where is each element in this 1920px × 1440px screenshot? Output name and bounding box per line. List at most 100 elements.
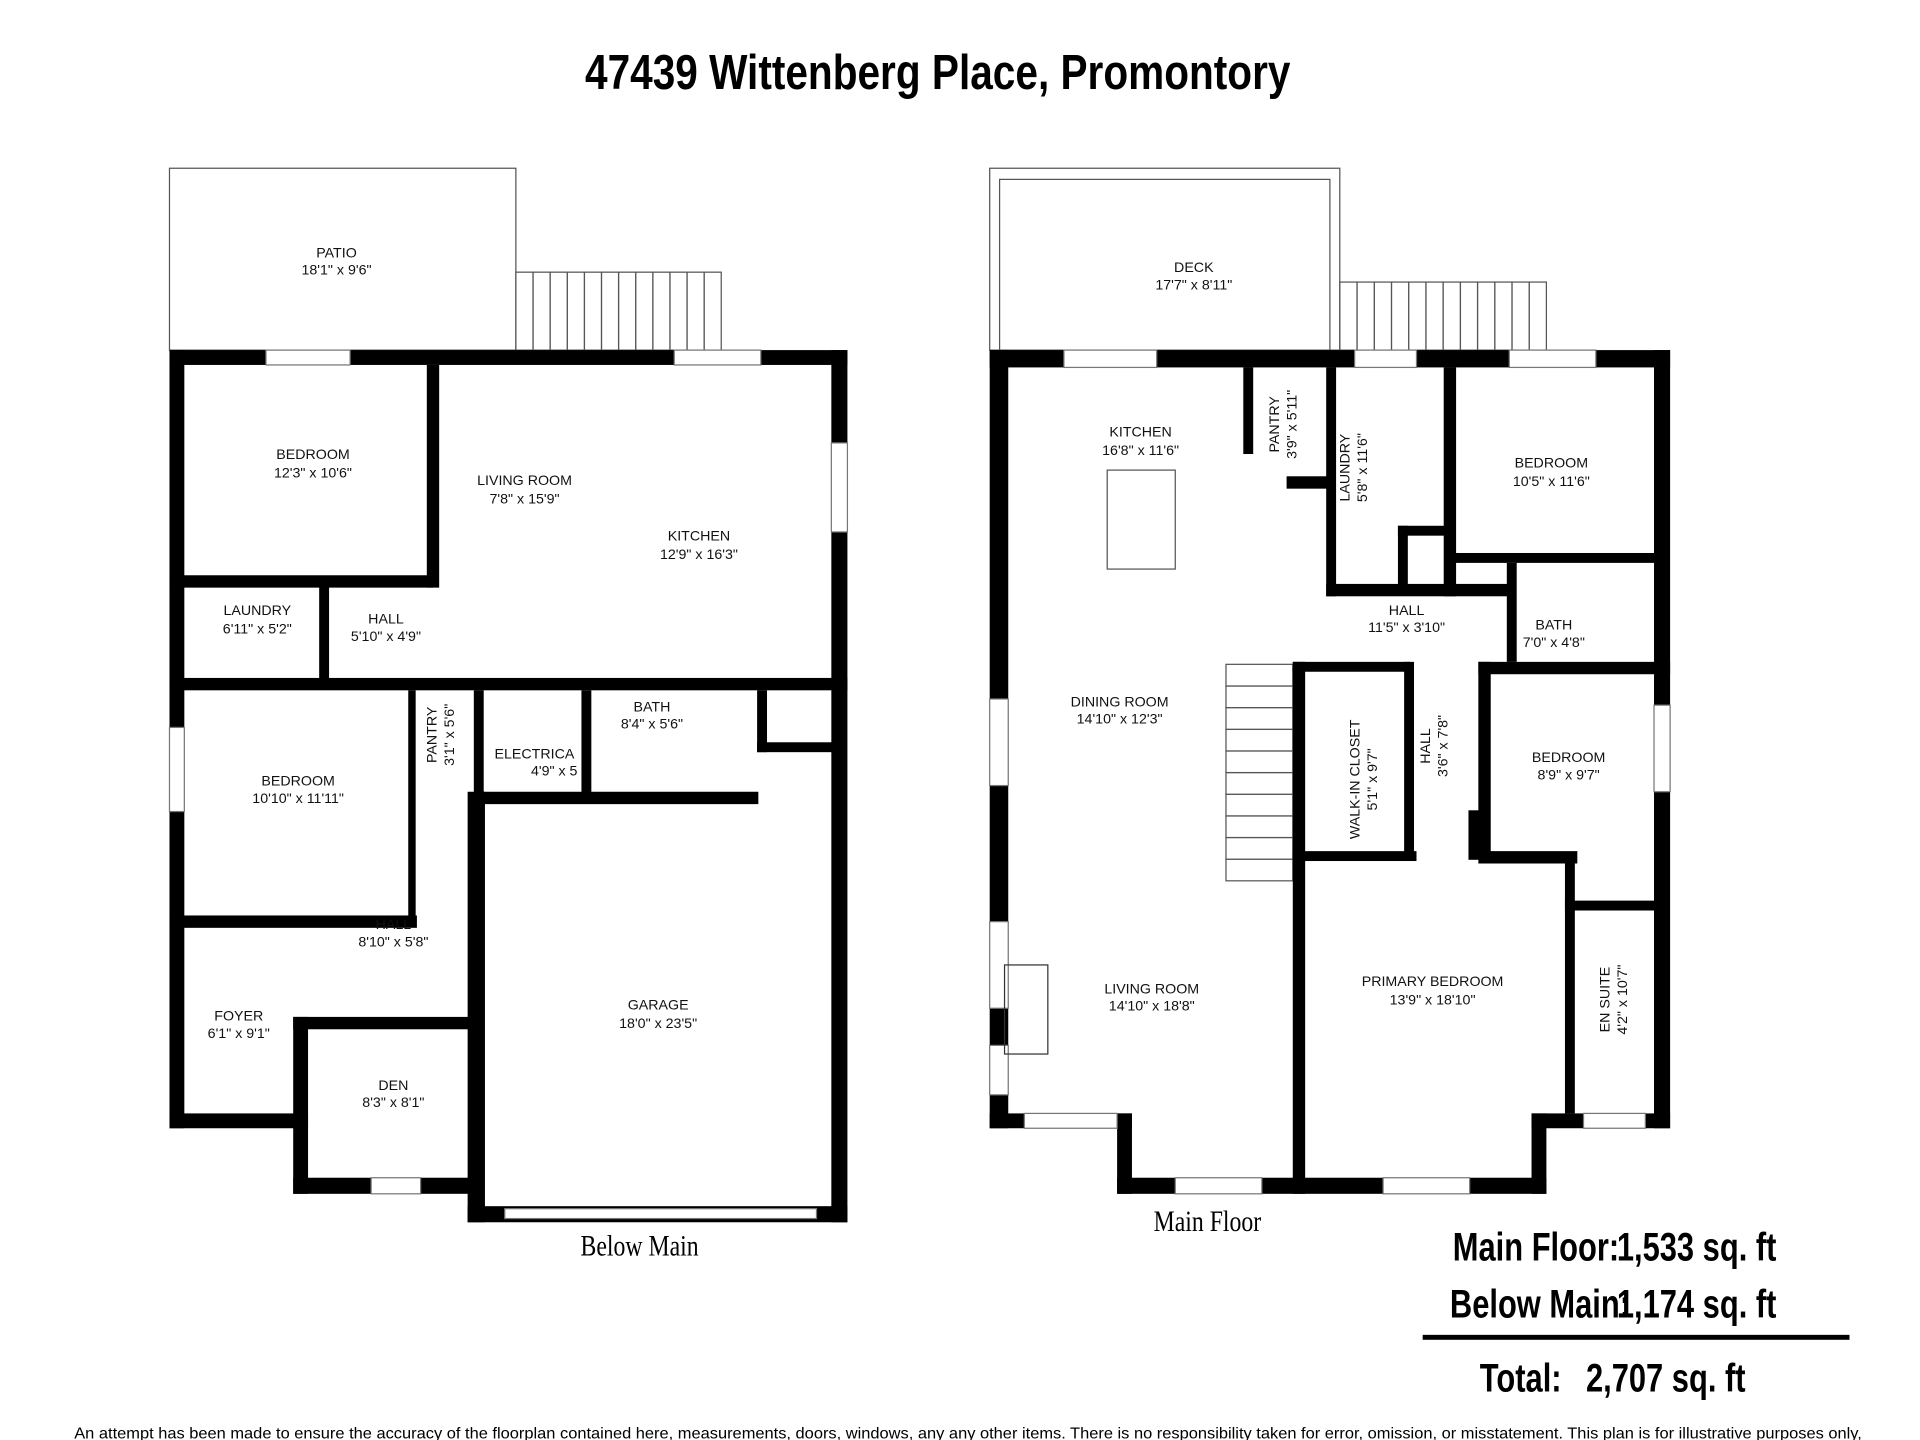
total-label: Total: <box>1480 1356 1562 1401</box>
svg-text:BEDROOM: BEDROOM <box>276 447 349 463</box>
wall <box>581 690 592 802</box>
svg-text:BEDROOM: BEDROOM <box>1532 750 1605 766</box>
svg-text:8'9" x 9'7": 8'9" x 9'7" <box>1538 767 1600 783</box>
wall <box>1117 1113 1132 1194</box>
svg-text:8'3" x 8'1": 8'3" x 8'1" <box>362 1095 424 1111</box>
room-label-living-room: LIVING ROOM 14'10" x 18'8" <box>1104 981 1199 1014</box>
svg-text:6'11" x 5'2": 6'11" x 5'2" <box>223 621 292 637</box>
main-floor-plan <box>989 167 1671 1195</box>
svg-text:3'6" x 7'8": 3'6" x 7'8" <box>1435 715 1451 777</box>
wall <box>408 690 416 926</box>
svg-text:KITCHEN: KITCHEN <box>668 529 730 545</box>
svg-text:EN SUITE: EN SUITE <box>1597 967 1613 1033</box>
wall <box>1478 661 1491 854</box>
svg-text:BEDROOM: BEDROOM <box>261 774 334 790</box>
window <box>989 1044 1009 1096</box>
wall <box>1564 900 1664 911</box>
deck-inner-outline <box>998 178 1331 351</box>
svg-text:7'8" x 15'9": 7'8" x 15'9" <box>489 492 559 508</box>
window <box>830 442 849 533</box>
svg-text:BEDROOM: BEDROOM <box>1515 456 1588 472</box>
floor-name-main-floor: Main Floor <box>1154 1204 1262 1237</box>
exterior-stairs <box>515 271 722 351</box>
room-label-patio: PATIO 18'1" x 9'6" <box>301 245 371 278</box>
svg-text:10'10" x 11'11": 10'10" x 11'11" <box>252 791 344 807</box>
svg-text:18'1" x 9'6": 18'1" x 9'6" <box>301 263 371 279</box>
wall <box>1292 661 1411 672</box>
window <box>1382 1177 1471 1195</box>
wall <box>1506 562 1517 662</box>
svg-text:LIVING ROOM: LIVING ROOM <box>1104 981 1199 997</box>
wall <box>319 578 330 681</box>
svg-text:GARAGE: GARAGE <box>628 997 689 1013</box>
room-label-kitchen: KITCHEN 12'9" x 16'3" <box>660 529 738 564</box>
wall <box>467 791 485 1223</box>
svg-text:PANTRY: PANTRY <box>425 706 441 763</box>
page-title: 47439 Wittenberg Place, Promontory <box>585 44 1290 100</box>
wall <box>169 677 848 691</box>
svg-text:14'10" x 12'3": 14'10" x 12'3" <box>1077 712 1163 728</box>
total-value: 2,707 sq. ft <box>1586 1356 1746 1401</box>
main-floor-value: 1,533 sq. ft <box>1617 1225 1777 1270</box>
fireplace <box>1003 964 1049 1055</box>
window <box>265 349 351 366</box>
wall <box>473 690 484 802</box>
svg-text:BATH: BATH <box>1535 618 1572 634</box>
wall <box>757 742 844 753</box>
main-floor-label: Main Floor: <box>1453 1225 1619 1270</box>
deck-outline <box>989 167 1341 351</box>
window <box>673 349 762 366</box>
below-main-label: Below Main: <box>1450 1282 1630 1327</box>
svg-text:12'9" x 16'3": 12'9" x 16'3" <box>660 547 738 563</box>
window <box>370 1177 422 1195</box>
walls <box>989 349 1671 1195</box>
interior-stairs <box>1225 663 1294 882</box>
svg-text:HALL: HALL <box>1389 603 1425 619</box>
svg-text:HALL: HALL <box>376 917 412 933</box>
wall <box>989 350 1671 368</box>
wall <box>1468 810 1481 860</box>
svg-text:DINING ROOM: DINING ROOM <box>1071 694 1169 710</box>
window <box>1174 1177 1263 1195</box>
svg-text:BATH: BATH <box>634 699 671 715</box>
svg-text:5'1" x 9'7": 5'1" x 9'7" <box>1365 748 1381 810</box>
wall <box>169 1113 309 1129</box>
disclaimer: An attempt has been made to ensure the a… <box>74 1426 1862 1440</box>
wall <box>1478 851 1578 864</box>
wall <box>831 350 848 1223</box>
wall <box>1404 661 1415 860</box>
svg-text:11'5" x 3'10": 11'5" x 3'10" <box>1368 620 1445 636</box>
wall <box>1286 476 1330 489</box>
svg-text:PATIO: PATIO <box>316 245 357 261</box>
wall <box>1326 367 1337 597</box>
wall <box>293 1016 479 1030</box>
svg-text:16'8" x 11'6": 16'8" x 11'6" <box>1102 443 1179 459</box>
window <box>1063 349 1158 369</box>
svg-text:DECK: DECK <box>1174 260 1214 276</box>
svg-text:KITCHEN: KITCHEN <box>1109 425 1171 441</box>
window <box>504 1208 818 1220</box>
kitchen-island <box>1106 469 1176 570</box>
wall <box>169 915 417 928</box>
below-main-plan <box>168 167 849 1223</box>
svg-text:3'9" x 5'11": 3'9" x 5'11" <box>1284 390 1300 459</box>
svg-text:5'10" x 4'9": 5'10" x 4'9" <box>351 629 421 645</box>
svg-text:FOYER: FOYER <box>214 1009 263 1025</box>
svg-text:14'10" x 18'8": 14'10" x 18'8" <box>1109 999 1195 1015</box>
room-label-kitchen: KITCHEN 16'8" x 11'6" <box>1102 425 1179 460</box>
